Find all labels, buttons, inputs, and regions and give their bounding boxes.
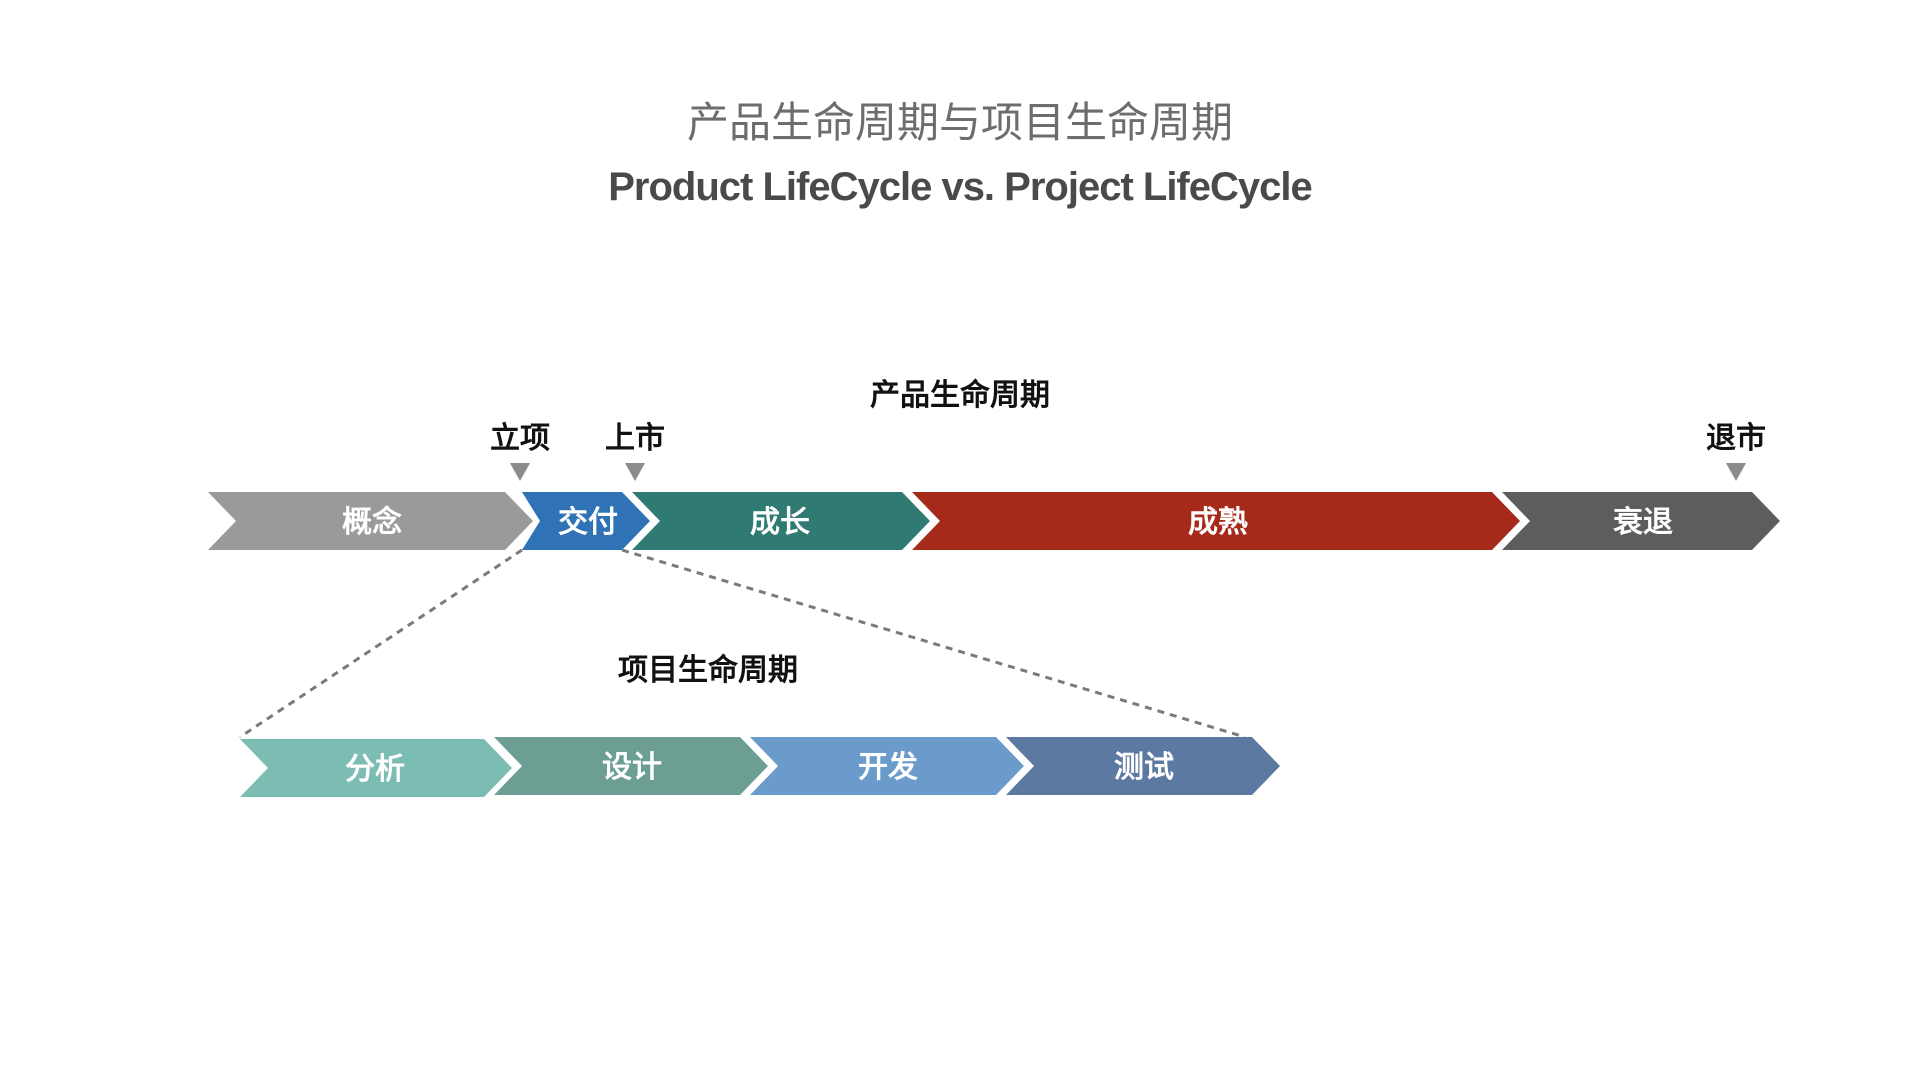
project-stage-design: 设计 xyxy=(494,737,768,795)
product-stage-growth-chevron xyxy=(632,492,930,550)
product-stage-growth: 成长 xyxy=(632,492,930,550)
milestone-launch: 上市 xyxy=(605,421,665,481)
product-stage-decline-chevron xyxy=(1502,492,1780,550)
title-english: Product LifeCycle vs. Project LifeCycle xyxy=(608,165,1311,209)
project-stage-design-label: 设计 xyxy=(602,750,662,785)
product-stage-decline: 衰退 xyxy=(1502,492,1780,550)
project-stage-design-chevron xyxy=(494,737,768,795)
project-lifecycle-label: 项目生命周期 xyxy=(618,653,798,688)
project-stage-development-label: 开发 xyxy=(858,750,918,785)
project-stage-testing-chevron xyxy=(1006,737,1280,795)
milestone-initiation-marker-icon xyxy=(510,463,530,481)
product-stage-maturity-chevron xyxy=(912,492,1520,550)
project-stage-analysis: 分析 xyxy=(240,739,512,797)
product-stage-concept-label: 概念 xyxy=(342,505,402,540)
product-stage-concept-chevron xyxy=(208,492,533,550)
project-stage-development: 开发 xyxy=(750,737,1024,795)
milestone-retirement-marker-icon xyxy=(1726,463,1746,481)
milestone-initiation-label: 立项 xyxy=(490,421,550,456)
product-lifecycle-label: 产品生命周期 xyxy=(870,378,1050,413)
project-stage-testing: 测试 xyxy=(1006,737,1280,795)
product-stage-growth-label: 成长 xyxy=(750,505,810,540)
project-stage-analysis-label: 分析 xyxy=(345,752,405,787)
product-stage-delivery: 交付 xyxy=(522,492,650,550)
milestone-initiation: 立项 xyxy=(490,421,550,481)
product-stage-delivery-label: 交付 xyxy=(558,505,618,540)
product-stage-concept: 概念 xyxy=(208,492,533,550)
project-stage-development-chevron xyxy=(750,737,1024,795)
milestone-retirement: 退市 xyxy=(1706,421,1766,481)
product-stage-delivery-chevron xyxy=(522,492,650,550)
milestone-launch-label: 上市 xyxy=(605,421,665,456)
project-stage-testing-label: 测试 xyxy=(1114,750,1174,785)
zoom-connector-left xyxy=(239,548,523,739)
title-chinese: 产品生命周期与项目生命周期 xyxy=(687,98,1233,147)
project-stage-analysis-chevron xyxy=(240,739,512,797)
zoom-connector-right xyxy=(621,548,1246,739)
product-stage-maturity-label: 成熟 xyxy=(1188,505,1248,540)
product-stage-maturity: 成熟 xyxy=(912,492,1520,550)
product-stage-decline-label: 衰退 xyxy=(1613,505,1673,540)
milestone-retirement-label: 退市 xyxy=(1706,421,1766,456)
milestone-launch-marker-icon xyxy=(625,463,645,481)
